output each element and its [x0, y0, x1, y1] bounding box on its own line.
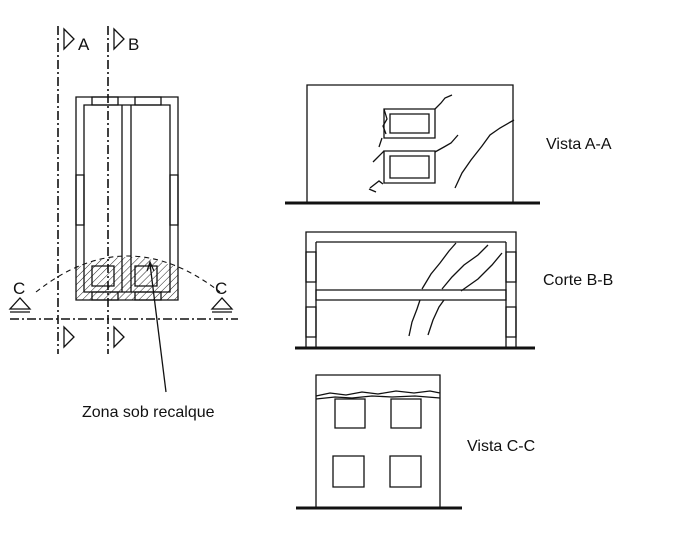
plan-top-window-right — [135, 97, 161, 105]
vista-aa-drawing — [285, 85, 540, 203]
crack — [409, 243, 502, 336]
section-label-a: A — [78, 35, 90, 54]
plan-view — [10, 26, 238, 392]
section-label-b: B — [128, 35, 140, 54]
zona-sob-recalque-label: Zona sob recalque — [82, 404, 215, 421]
section-label-c-right: C — [215, 279, 228, 298]
vista-aa-wall — [307, 85, 513, 203]
section-arrow-a-bottom — [64, 327, 74, 347]
section-arrow-a-top — [64, 29, 74, 49]
vista-cc-title: Vista C-C — [467, 438, 536, 455]
plan-side-window-left — [76, 175, 84, 225]
crack — [369, 95, 514, 192]
corte-bb-drawing — [295, 232, 535, 348]
section-arrow-c-right — [212, 298, 232, 309]
plan-side-window-right — [170, 175, 178, 225]
section-arrow-c-left — [10, 298, 30, 309]
plan-top-window-left — [92, 97, 118, 105]
zone-leader-line — [150, 264, 166, 392]
section-arrow-b-top — [114, 29, 124, 49]
section-label-c-left: C — [13, 279, 26, 298]
plan-bottom-window-right — [135, 292, 161, 300]
corte-bb-title: Corte B-B — [543, 272, 614, 289]
section-arrow-b-bottom — [114, 327, 124, 347]
vista-cc-wall — [316, 375, 440, 508]
vista-aa-title: Vista A-A — [546, 136, 612, 153]
crack — [316, 391, 440, 399]
settlement-zone-hatch — [76, 257, 178, 300]
plan-bottom-window-left — [92, 292, 118, 300]
vista-cc-drawing — [296, 375, 462, 508]
